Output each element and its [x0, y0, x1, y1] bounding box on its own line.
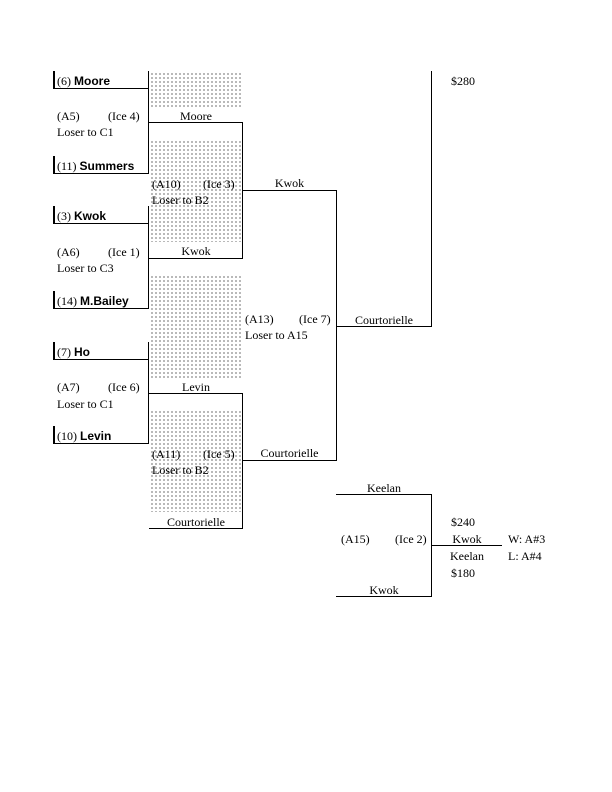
seed-summers-left	[53, 156, 55, 174]
a15-top-team: Keelan	[367, 481, 401, 495]
a15-bottom-line	[336, 596, 432, 597]
a15-vertical	[431, 494, 432, 597]
a15-win-prize: $240	[451, 515, 475, 529]
a5-game-id: (A5)	[57, 109, 80, 123]
a10-ice: (Ice 3)	[203, 177, 235, 191]
seed-bailey-left	[53, 291, 55, 309]
a10-winner: Kwok	[274, 176, 305, 190]
shaded-region-a10	[150, 140, 242, 242]
a15-game-id: (A15)	[341, 532, 370, 546]
a5-vertical	[148, 71, 149, 174]
a7-winner-line	[149, 393, 242, 394]
shaded-region-a11	[150, 410, 242, 512]
a7-game-id: (A7)	[57, 380, 80, 394]
a15-loser: Keelan	[450, 549, 484, 563]
a7-loser-dest: Loser to C1	[57, 397, 114, 411]
a15-bottom-team: Kwok	[369, 583, 399, 597]
a5-ice: (Ice 4)	[108, 109, 140, 123]
a6-winner-line	[149, 258, 242, 259]
a13-game-id: (A13)	[245, 312, 274, 326]
seed-ho-left	[53, 342, 55, 360]
a11-ice: (Ice 5)	[203, 447, 235, 461]
a5-winner: Moore	[180, 109, 212, 123]
seed-moore-left	[53, 71, 55, 89]
seed-kwok: (3) Kwok	[57, 209, 107, 223]
a15-winner-dest: W: A#3	[508, 532, 546, 546]
seed-moore-under	[53, 88, 148, 89]
a15-top-line	[336, 494, 432, 495]
shaded-region-a5	[150, 72, 242, 108]
a5-winner-line	[149, 122, 242, 123]
a11-vertical	[242, 393, 243, 529]
seed-bailey-under	[53, 308, 148, 309]
a13-winner: Courtorielle	[355, 313, 413, 327]
a10-winner-line	[242, 190, 337, 191]
a6-winner: Kwok	[181, 244, 211, 258]
a11-bye-line	[149, 528, 242, 529]
shaded-region-a7	[150, 275, 242, 379]
seed-m-bailey: (14) M.Bailey	[57, 294, 129, 308]
a11-loser-dest: Loser to B2	[152, 463, 209, 477]
a6-loser-dest: Loser to C3	[57, 261, 114, 275]
seed-moore: (6) Moore	[57, 74, 110, 88]
seed-ho-under	[53, 359, 148, 360]
a15-loser-dest: L: A#4	[508, 549, 542, 563]
a10-game-id: (A10)	[152, 177, 181, 191]
prize-top: $280	[451, 74, 475, 88]
a6-vertical	[148, 206, 149, 309]
seed-summers: (11) Summers	[57, 159, 135, 173]
seed-ho: (7) Ho	[57, 345, 90, 359]
a6-ice: (Ice 1)	[108, 245, 140, 259]
a6-game-id: (A6)	[57, 245, 80, 259]
a7-vertical	[148, 342, 149, 444]
final-vertical	[431, 71, 432, 327]
a13-ice: (Ice 7)	[299, 312, 331, 326]
a11-winner: Courtorielle	[260, 446, 319, 460]
a15-ice: (Ice 2)	[395, 532, 427, 546]
a13-loser-dest: Loser to A15	[245, 328, 308, 342]
a11-game-id: (A11)	[152, 447, 181, 461]
seed-kwok-left	[53, 206, 55, 224]
a10-loser-dest: Loser to B2	[152, 193, 209, 207]
seed-levin-left	[53, 426, 55, 444]
seed-kwok-under	[53, 223, 148, 224]
a5-loser-dest: Loser to C1	[57, 125, 114, 139]
a15-winner: Kwok	[452, 532, 482, 546]
seed-summers-under	[53, 173, 148, 174]
a7-winner: Levin	[182, 380, 210, 394]
a13-winner-line	[336, 326, 432, 327]
seed-levin-under	[53, 443, 148, 444]
seed-levin: (10) Levin	[57, 429, 112, 443]
a15-lose-prize: $180	[451, 566, 475, 580]
a7-ice: (Ice 6)	[108, 380, 140, 394]
a13-vertical	[336, 190, 337, 461]
a15-result-line	[432, 545, 502, 546]
a11-bye-name: Courtorielle	[167, 515, 225, 529]
a11-winner-line	[242, 460, 337, 461]
